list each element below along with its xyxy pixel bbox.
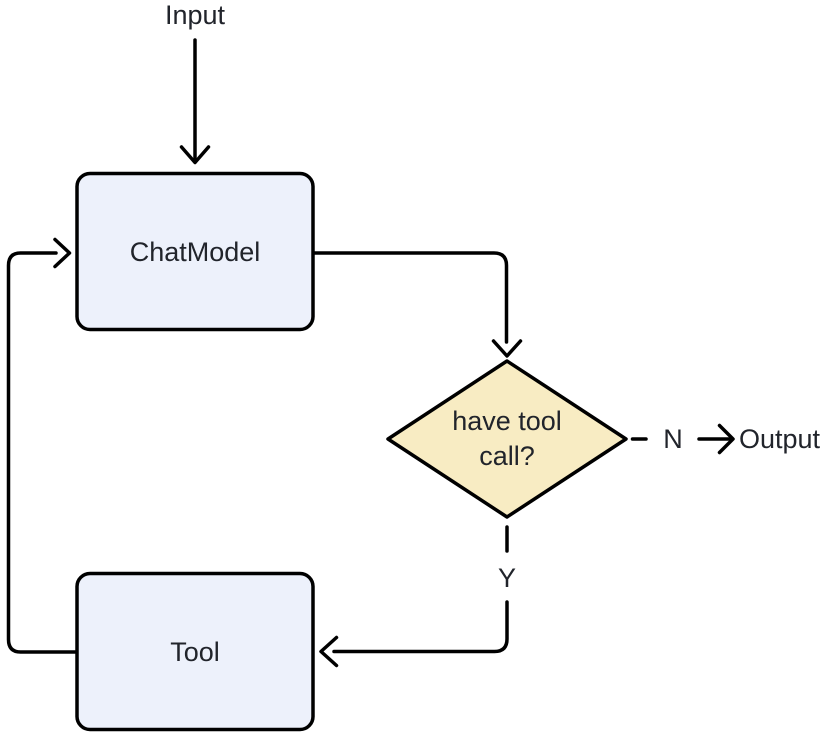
arrowhead-down-into-decision	[491, 339, 523, 358]
edge-decision-to-tool	[332, 600, 509, 654]
node-decision-label-line1: have tool	[452, 406, 562, 436]
input-label: Input	[165, 0, 226, 30]
edge-no-label: N	[663, 424, 683, 454]
edge-chatmodel-to-decision	[311, 251, 509, 344]
edge-tool-to-chatmodel-loop	[6, 251, 78, 654]
node-decision-diamond	[386, 359, 628, 519]
edge-yes-label: Y	[498, 563, 516, 593]
node-chatmodel	[75, 171, 315, 332]
node-chatmodel-label: ChatModel	[130, 237, 261, 267]
output-label: Output	[739, 424, 821, 454]
node-tool-label: Tool	[170, 637, 220, 667]
node-tool	[75, 571, 315, 732]
arrowhead-right-into-chatmodel	[53, 237, 72, 269]
node-decision-label-line2: call?	[479, 441, 535, 471]
arrowhead-right-to-output	[717, 423, 735, 455]
arrowhead-left-into-tool	[319, 635, 339, 668]
arrowhead-down-into-chatmodel	[179, 145, 211, 165]
